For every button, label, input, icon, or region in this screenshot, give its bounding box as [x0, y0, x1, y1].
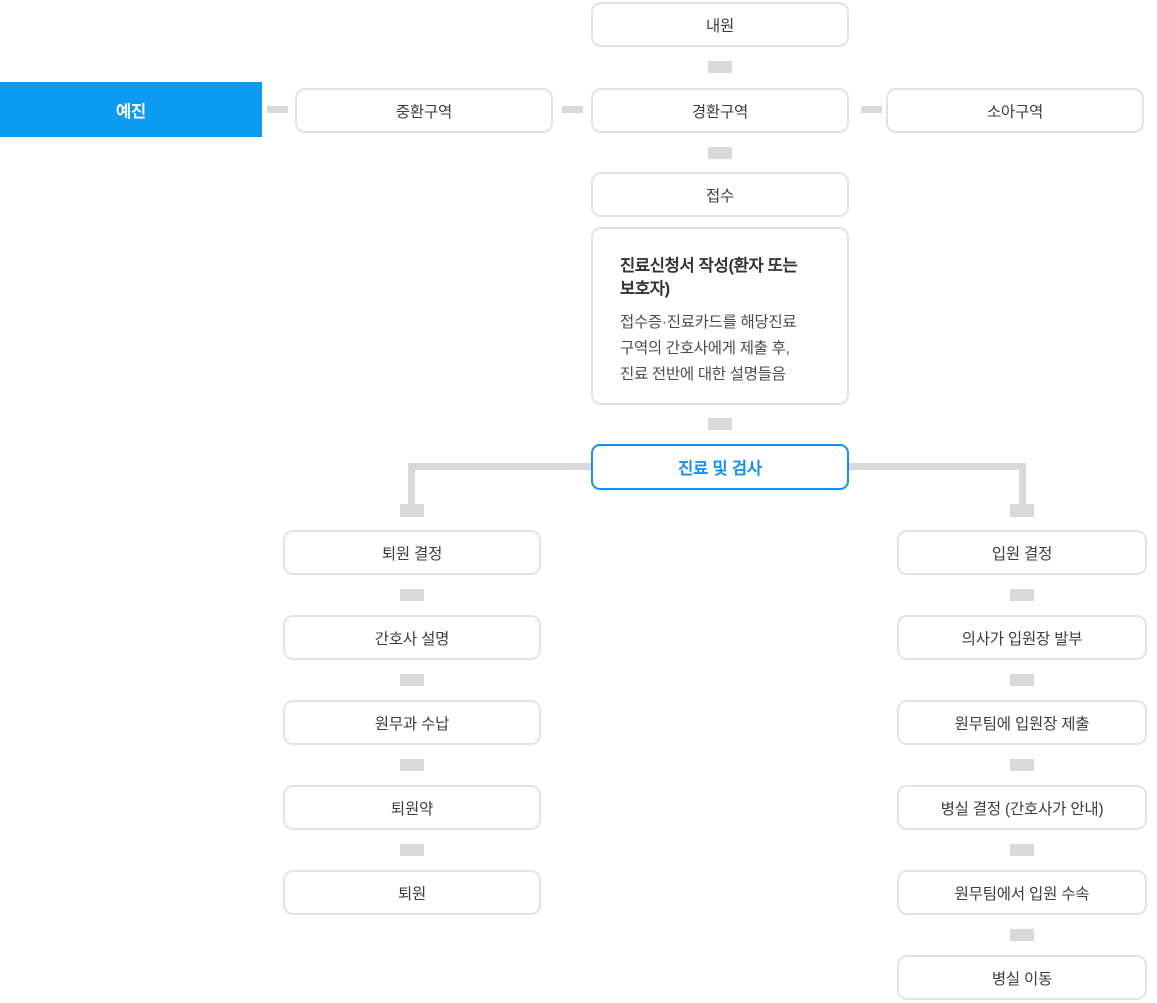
node-doctor-issues-admission-order: 의사가 입원장 발부	[897, 615, 1147, 660]
node-move-to-room: 병실 이동	[897, 955, 1147, 1000]
application-form-title: 진료신청서 작성(환자 또는 보호자)	[620, 257, 798, 299]
node-nurse-explanation: 간호사 설명	[283, 615, 541, 660]
node-discharge: 퇴원	[283, 870, 541, 915]
branch-nub-right	[1010, 504, 1034, 517]
branch-nub-left	[400, 504, 424, 517]
branch-line-right-vertical	[1019, 463, 1026, 505]
connector-mildzone-pediatriczone	[861, 106, 882, 113]
connector-visit-mildzone	[708, 61, 732, 73]
connector-discharge-1	[400, 589, 424, 601]
node-admission-procedure: 원무팀에서 입원 수속	[897, 870, 1147, 915]
node-mild-zone: 경환구역	[591, 88, 849, 133]
connector-discharge-3	[400, 759, 424, 771]
connector-admission-5	[1010, 929, 1034, 941]
node-pediatric-zone: 소아구역	[886, 88, 1144, 133]
node-room-assignment: 병실 결정 (간호사가 안내)	[897, 785, 1147, 830]
connector-criticalzone-mildzone	[562, 106, 583, 113]
connector-mildzone-reception	[708, 147, 732, 159]
node-visit: 내원	[591, 2, 849, 47]
application-form-description: 접수증·진료카드를 해당진료 구역의 간호사에게 제출 후, 진료 전반에 대한…	[620, 314, 797, 384]
node-submit-admission-order: 원무팀에 입원장 제출	[897, 700, 1147, 745]
connector-admission-3	[1010, 759, 1034, 771]
branch-line-left-horizontal	[408, 463, 591, 470]
connector-admission-2	[1010, 674, 1034, 686]
node-pre-exam: 예진	[0, 82, 262, 137]
node-admission-decision: 입원 결정	[897, 530, 1147, 575]
node-exam: 진료 및 검사	[591, 444, 849, 490]
connector-discharge-4	[400, 844, 424, 856]
node-admin-payment: 원무과 수납	[283, 700, 541, 745]
connector-admission-1	[1010, 589, 1034, 601]
node-discharge-medicine: 퇴원약	[283, 785, 541, 830]
node-discharge-decision: 퇴원 결정	[283, 530, 541, 575]
node-application-form: 진료신청서 작성(환자 또는 보호자) 접수증·진료카드를 해당진료 구역의 간…	[591, 227, 849, 405]
connector-admission-4	[1010, 844, 1034, 856]
node-critical-zone: 중환구역	[295, 88, 553, 133]
branch-line-left-vertical	[408, 463, 415, 505]
connector-application-exam	[708, 418, 732, 430]
branch-line-right-horizontal	[849, 463, 1026, 470]
connector-preexam-criticalzone	[267, 106, 288, 113]
connector-discharge-2	[400, 674, 424, 686]
node-reception: 접수	[591, 172, 849, 217]
